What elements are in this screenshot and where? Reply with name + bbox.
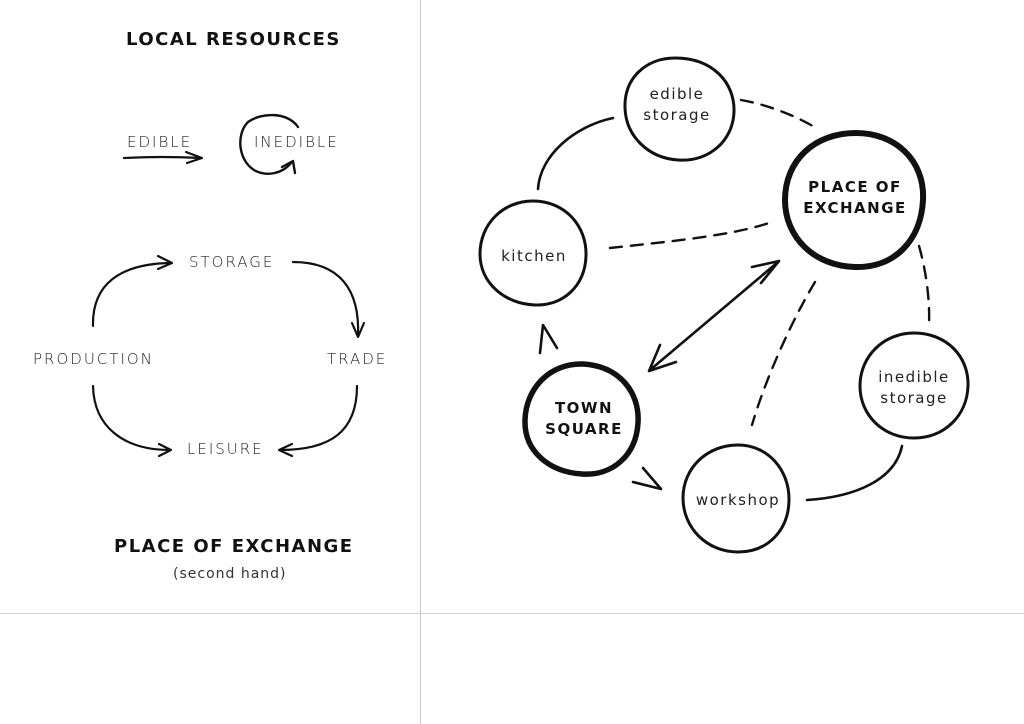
edible-storage-label-line1: edible: [649, 85, 705, 103]
kitchen-to-exchange-dashed-link: [608, 221, 771, 250]
cycle-trade-label: TRADE: [327, 350, 388, 368]
edible-storage-to-exchange-dashed-link: [739, 98, 818, 130]
production-to-leisure-arrow: [91, 384, 173, 458]
inedible-storage-label: inedible storage: [864, 367, 964, 409]
workshop-label: workshop: [688, 490, 788, 511]
edible-storage-label: edible storage: [630, 84, 724, 126]
production-to-storage-arrow: [91, 254, 174, 328]
cycle-production-label: PRODUCTION: [33, 350, 154, 368]
inedible-storage-label-line2: storage: [880, 389, 948, 407]
legend-inedible-label: INEDIBLE: [254, 133, 339, 151]
local-resources-title: LOCAL RESOURCES: [126, 29, 341, 50]
exchange-to-inedible-storage-dashed-link: [917, 244, 931, 326]
horizontal-divider: [0, 613, 1024, 614]
trade-to-leisure-arrow: [277, 384, 359, 458]
edible-storage-node: [623, 56, 736, 162]
kitchen-label-line1: kitchen: [501, 247, 567, 265]
place-of-exchange-subtitle: (second hand): [173, 566, 287, 582]
kitchen-node: [478, 199, 588, 307]
edible-storage-label-line2: storage: [643, 106, 711, 124]
town-square-label-line2: SQUARE: [545, 420, 623, 438]
vertical-divider: [420, 0, 421, 724]
kitchen-to-edible-storage-link: [536, 116, 615, 191]
town-square-label-line1: TOWN: [554, 399, 614, 417]
town-square-exchange-double-arrow: [647, 259, 781, 373]
storage-to-trade-arrow: [291, 260, 366, 339]
place-of-exchange-label: PLACE OF EXCHANGE: [795, 177, 915, 219]
place-of-exchange-title: PLACE OF EXCHANGE: [114, 536, 354, 557]
place-of-exchange-node: [782, 130, 927, 271]
cycle-storage-label: STORAGE: [189, 253, 275, 271]
town-square-label: TOWN SQUARE: [532, 398, 636, 440]
town-square-node: [522, 361, 641, 477]
inedible-storage-node: [858, 331, 970, 440]
place-of-exchange-label-line2: EXCHANGE: [803, 199, 907, 217]
inedible-cycle-icon: [239, 113, 300, 175]
place-of-exchange-label-line1: PLACE OF: [808, 178, 902, 196]
edible-arrow-icon: [122, 150, 204, 165]
exchange-to-workshop-dashed-link: [750, 280, 817, 427]
workshop-node: [681, 443, 791, 554]
cycle-leisure-label: LEISURE: [187, 440, 264, 458]
legend-edible-label: EDIBLE: [127, 133, 193, 151]
kitchen-label: kitchen: [488, 246, 580, 267]
workshop-to-inedible-storage-link: [805, 444, 904, 502]
town-square-to-kitchen-arrow: [538, 323, 559, 355]
workshop-label-line1: workshop: [695, 491, 781, 509]
inedible-storage-label-line1: inedible: [878, 368, 950, 386]
town-square-to-workshop-arrow: [631, 466, 663, 491]
